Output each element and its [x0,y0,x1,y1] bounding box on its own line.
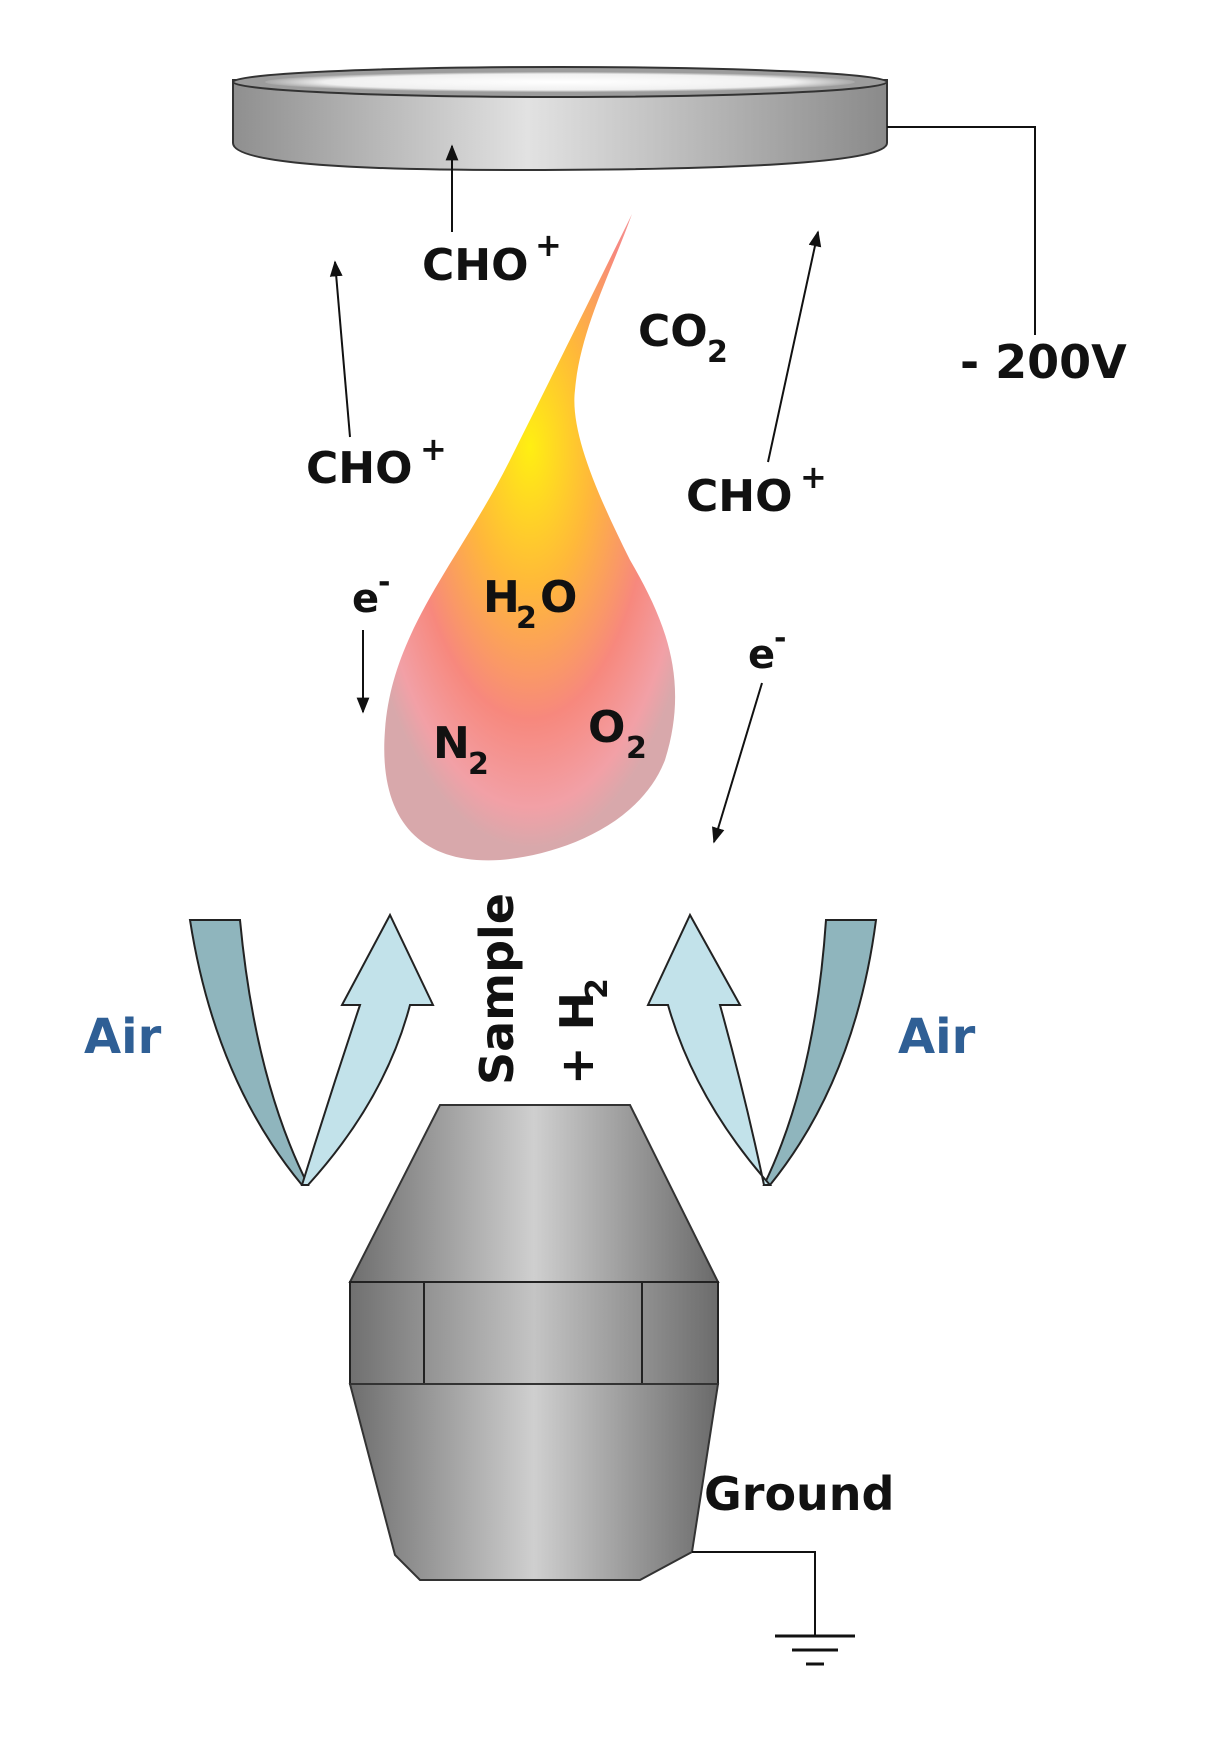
svg-text:N: N [433,718,470,769]
svg-text:H: H [483,572,520,623]
o2-label: O 2 [588,702,647,766]
h2o-label: H 2 O [483,572,577,636]
svg-text:2: 2 [626,731,647,766]
svg-text:O: O [540,572,577,623]
ion-label-left: CHO + [306,430,447,494]
svg-text:+: + [800,458,827,496]
svg-text:-: - [378,565,390,600]
svg-text:+ H: + H [550,992,604,1085]
svg-text:CO: CO [638,306,708,357]
air-arrow-left [188,912,435,1186]
air-label-left: Air [84,1009,162,1065]
ion-arrow-right [767,230,822,463]
svg-text:e: e [352,576,379,622]
svg-text:CHO: CHO [306,443,413,494]
ground-wire [692,1551,816,1636]
svg-text:2: 2 [468,747,489,782]
svg-text:-: - [774,621,786,656]
svg-text:CHO: CHO [686,471,793,522]
air-arrow-right [646,912,878,1186]
sample-label: Sample [470,893,524,1085]
svg-text:2: 2 [516,601,537,636]
electron-label-right: e - [748,621,786,678]
voltage-wire [887,126,1036,335]
ion-arrow-left [329,260,351,438]
air-label-right: Air [898,1009,976,1065]
co2-label: CO 2 [638,306,728,370]
svg-text:O: O [588,702,625,753]
svg-text:CHO: CHO [422,240,529,291]
ion-label-right: CHO + [686,458,827,522]
flame [384,214,676,861]
ground-label: Ground [704,1467,894,1521]
svg-text:+: + [535,226,562,264]
h2-label: + H 2 [550,978,615,1085]
electron-label-left: e - [352,565,390,622]
ground-icon [775,1634,855,1666]
svg-text:2: 2 [580,978,615,999]
ion-label-top: CHO + [422,226,562,291]
collector-electrode [232,66,888,172]
electron-arrow-right [712,682,763,844]
svg-text:2: 2 [707,335,728,370]
voltage-label: - 200V [960,335,1127,389]
svg-text:+: + [420,430,447,468]
n2-label: N 2 [433,718,489,782]
svg-text:e: e [748,632,775,678]
burner-jet [348,1104,720,1581]
